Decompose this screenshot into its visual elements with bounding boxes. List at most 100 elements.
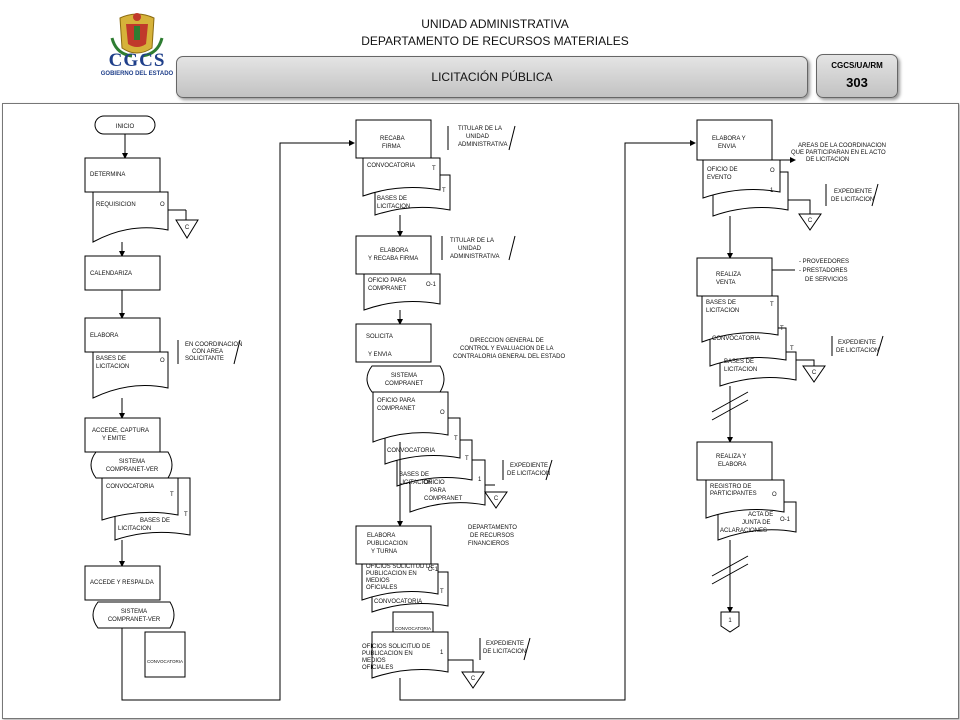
oficio3-tag: 1 [478,477,482,483]
oficio2-1: OFICIO PARA [377,398,415,404]
connector-label: 1 [728,618,732,624]
oficio3-2: PARA [430,488,446,494]
document-oficio-compranet: OFICIO PARA COMPRANET O-1 [363,273,441,311]
process-determina: DETERMINA [84,157,161,193]
document-oficios-solicitud-2: OFICIOS SOLICITUD DE PUBLICACION EN MEDI… [362,631,449,679]
bases2-c3-2: LICITACION [724,367,757,373]
process-accede: ACCEDE, CAPTURA Y EMITE [84,417,161,453]
oficio-c2-1: OFICIO PARA [368,278,406,284]
sistema-c2-1: SISTEMA [391,373,417,379]
sistema-c2-2: COMPRANET [385,381,424,387]
archive-triangle-c3-1: C [798,213,822,231]
bases-c3-1: BASES DE [706,300,736,306]
areas-2: QUE PARTICIPARAN EN EL ACTO [791,150,886,156]
conv-c3-label: CONVOCATORIA [712,336,760,342]
recaba-label-1: RECABA [380,136,405,142]
oficios-sol2-4: OFICIALES [362,665,393,671]
process-realiza-elabora: REALIZA Y ELABORA [696,441,773,481]
acta-1: ACTA DE [748,512,773,518]
realiza-elabora-2: ELABORA [718,462,746,468]
document-bases-licitacion: BASES DE LICITACION O [92,351,169,399]
recaba-label-2: FIRMA [382,144,401,150]
archive-triangle-1: C [175,219,199,239]
archive-label: C [185,225,190,231]
titular1-1: TITULAR DE LA [458,126,502,132]
disk-convocatoria-1: CONVOCATORIA [144,631,186,678]
bases-c2b-tag: T [465,456,469,462]
acta-tag: O-1 [780,517,791,523]
document-stack-registro: REGISTRO DE PARTICIPANTES O ACTA DE JUNT… [705,479,797,541]
oficios-sol-1: OFICIOS SOLICITUD DE [366,564,434,570]
archive-c2-2-label: C [471,676,476,682]
display-sistema-compranet-3: SISTEMA COMPRANET [366,365,445,393]
elabora-pub-1: ELABORA [367,533,395,539]
accede-label-1: ACCEDE, CAPTURA [92,428,149,434]
elabora-pub-3: Y TURNA [371,549,397,555]
bases-c2-2: LICITACION [377,204,410,210]
coord-note-3: SOLICITANTE [185,356,224,362]
oficio-c2-tag: O-1 [426,282,437,288]
diagram-frame [2,103,959,719]
document-oficio-evento: OFICIO DE EVENTO O 1 [702,159,789,217]
realiza-venta-1: REALIZA [716,272,741,278]
registro-1: REGISTRO DE [710,484,751,490]
note-areas: AREAS DE LA COORDINACION QUE PARTICIPARA… [791,143,886,163]
oficios-sol-4: OFICIALES [366,585,397,591]
elabora-recaba-2: Y RECABA FIRMA [368,256,418,262]
note-expediente-c2-2: EXPEDIENTE DE LICITACION [479,637,531,661]
conv1-label: CONVOCATORIA [106,484,154,490]
note-direccion: DIRECCION GENERAL DE CONTROL Y EVALUACIO… [453,338,565,360]
bases2-c3-1: BASES DE [724,359,754,365]
logo-subtext: GOBIERNO DEL ESTADO [100,71,174,77]
oficios-sol2-3: MEDIOS [362,658,386,664]
process-solicita-envia: SOLICITA Y ENVIA [355,323,432,363]
procedure-code-number: 303 [846,75,868,90]
note-proveedores: - PROVEEDORES - PRESTADORES DE SERVICIOS [799,259,849,283]
document-stack-venta: BASES DE LICITACION T CONVOCATORIA T BAS… [701,295,797,387]
bases2-label-2: LICITACION [118,526,151,532]
archive-triangle-c3-2: C [802,365,826,383]
conv2-label: CONVOCATORIA [367,163,415,169]
oficio-evento-2: EVENTO [707,175,732,181]
oficios-sol2-tag: 1 [440,650,444,656]
depto-1: DEPARTAMENTO [468,525,517,531]
oficios-sol-3: MEDIOS [366,578,390,584]
document-convocatoria-2: CONVOCATORIA T BASES DE LICITACION T [362,157,451,216]
state-logo [92,8,182,80]
process-calendariza: CALENDARIZA [84,255,161,291]
sistema2-label-1: SISTEMA [121,609,147,615]
oficio-evento-tag: O [770,168,775,174]
conv1-tag: T [170,492,174,498]
proveedores-3: DE SERVICIOS [805,277,848,283]
direccion-1: DIRECCION GENERAL DE [470,338,544,344]
elabora-pub-2: PUBLICACION [367,541,408,547]
unit-title: UNIDAD ADMINISTRATIVA [421,17,569,31]
bases-c2-1: BASES DE [377,196,407,202]
oficio3-3: COMPRANET [424,496,463,502]
accede2-label: ACCEDE Y RESPALDA [90,580,154,586]
registro-tag: O [772,492,777,498]
archive-triangle-c2-1: C [484,491,508,509]
sistema2-label-2: COMPRANET-VER [108,617,161,623]
oficios-sol2-2: PUBLICACION EN [362,651,413,657]
conv-c2c-label: CONVOCATORIA [374,599,422,605]
oficios-sol2-1: OFICIOS SOLICITUD DE [362,644,430,650]
bases-label-2: LICITACION [96,364,129,370]
archive-c3-2-label: C [812,370,817,376]
display-sistema-compranet-2: SISTEMA COMPRANET-VER [92,601,175,629]
bases2-label-1: BASES DE [140,518,170,524]
titular1-3: ADMINISTRATIVA [458,142,507,148]
acta-3: ACLARACIONES [720,528,767,534]
elabora-recaba-1: ELABORA [380,248,408,254]
bases-label-1: BASES DE [96,356,126,362]
note-expediente-c2-1: EXPEDIENTE DE LICITACION [502,459,553,481]
conv-c3-tag: T [780,326,784,332]
elabora-envia-1: ELABORA Y [712,136,746,142]
logo-text: CGCS [108,50,166,71]
exp-c3-1a: EXPEDIENTE [834,189,872,195]
conv-c2c-tag: T [440,589,444,595]
disk2-label: CONVOCATORIA [395,626,431,631]
oficios-sol-tag: O-1 [428,567,439,573]
solicita-1: SOLICITA [366,334,393,340]
realiza-elabora-1: REALIZA Y [716,454,746,460]
